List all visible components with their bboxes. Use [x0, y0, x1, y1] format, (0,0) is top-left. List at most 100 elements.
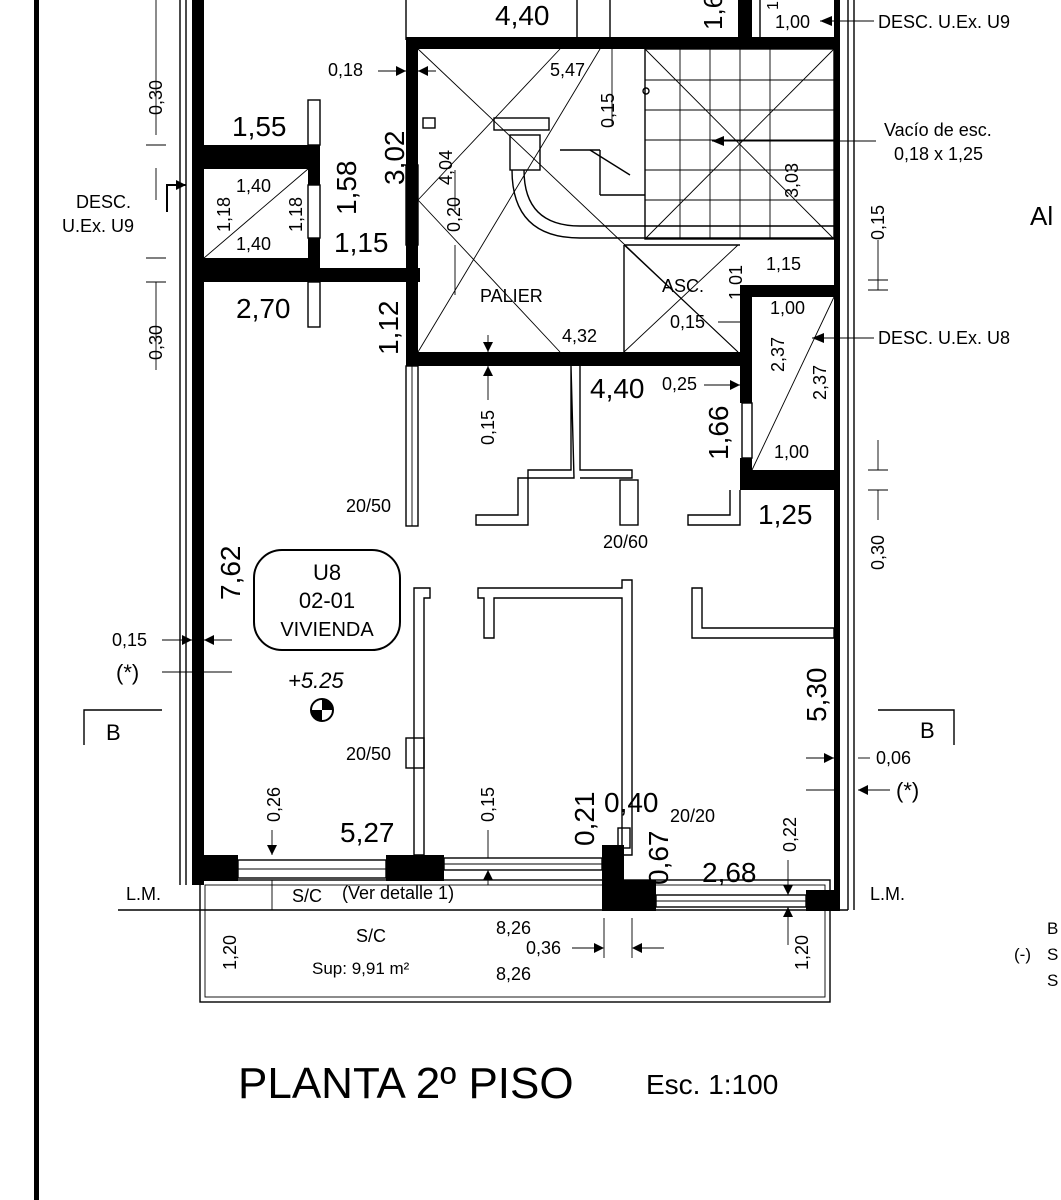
dim-3-03: 3,03	[782, 163, 802, 198]
sc-ver-label: S/C	[292, 886, 322, 906]
lm-left: L.M.	[126, 884, 161, 904]
dim-1-18-b: 1,18	[286, 197, 306, 232]
dim-3-02: 3,02	[379, 131, 410, 186]
staircase	[422, 48, 835, 240]
drawing-scale: Esc. 1:100	[646, 1069, 778, 1100]
vacio-line-2: 0,18 x 1,25	[894, 144, 983, 164]
dim-4-40-mid: 4,40	[590, 373, 645, 404]
drawing-title: PLANTA 2º PISO	[238, 1059, 574, 1108]
dim-1-55: 1,55	[232, 111, 287, 142]
dim-4-40-top: 4,40	[495, 0, 550, 31]
dim-0-25: 0,25	[662, 374, 697, 394]
dim-5-27: 5,27	[340, 817, 395, 848]
sc-balcony-label: S/C	[356, 926, 386, 946]
dim-1-15-b: 1,15	[766, 254, 801, 274]
dim-1-18-a: 1,18	[214, 197, 234, 232]
dim-1-15-a: 1,15	[334, 227, 389, 258]
unit-badge: U8 02-01 VIVIENDA	[253, 549, 401, 651]
dim-8-26-b: 8,26	[496, 964, 531, 984]
dim-0-30-mid: 0,30	[146, 325, 166, 360]
dim-0-15-below: 0,15	[478, 410, 498, 445]
sheet-frame	[34, 0, 855, 1200]
dim-0-15-window: 0,15	[478, 787, 498, 822]
section-mark-left: B	[106, 720, 121, 745]
asterisk-right: (*)	[896, 778, 919, 803]
windows	[237, 99, 807, 908]
dim-1-00-top: 1,00	[775, 12, 810, 32]
walls	[192, 0, 840, 911]
dim-1-01: 1,01	[726, 265, 746, 300]
section-mark-right: B	[920, 718, 935, 743]
dim-5-30: 5,30	[801, 668, 832, 723]
lm-right: L.M.	[870, 884, 905, 904]
dim-20-60: 20/60	[603, 532, 648, 552]
dim-2-70: 2,70	[236, 293, 291, 324]
dim-5-47: 5,47	[550, 60, 585, 80]
dim-0-20: 0,20	[444, 197, 464, 232]
right-cut-s2: S	[1047, 971, 1058, 990]
shaft-diagonals	[203, 48, 835, 471]
dim-0-15-right: 0,15	[868, 205, 888, 240]
dim-cut-1: 1	[765, 1, 782, 10]
dim-0-30-top: 0,30	[146, 80, 166, 115]
palier-label: PALIER	[480, 286, 543, 306]
dim-2-37-b: 2,37	[810, 365, 830, 400]
dim-0-30-right: 0,30	[868, 535, 888, 570]
dim-1-25: 1,25	[758, 499, 813, 530]
desc-u8: DESC. U.Ex. U8	[878, 328, 1010, 348]
asc-label: ASC.	[662, 276, 704, 296]
dim-8-26-a: 8,26	[496, 918, 531, 938]
ver-detalle-label: (Ver detalle 1)	[342, 883, 454, 903]
arrow-heads	[176, 16, 868, 953]
dim-0-21: 0,21	[569, 792, 600, 847]
unit-badge-use: VIVIENDA	[280, 619, 374, 641]
dim-4-04: 4,04	[436, 150, 456, 185]
right-cut-al: Al	[1030, 201, 1053, 231]
balcony	[118, 879, 848, 1003]
dim-0-15-stair: 0,15	[598, 93, 618, 128]
dim-1-12: 1,12	[373, 301, 404, 356]
dim-0-15-asc: 0,15	[670, 312, 705, 332]
dim-1-00-low: 1,00	[774, 442, 809, 462]
partitions	[405, 365, 835, 867]
right-cut-s1: S	[1047, 945, 1058, 964]
dim-20-50-b: 20/50	[346, 744, 391, 764]
plan-texts: 4,40 1,6 1 1,00 DESC. U.Ex. U9 0,18 5,47…	[62, 0, 1058, 1108]
desc-u9-left-2: U.Ex. U9	[62, 216, 134, 236]
dim-20-50-a: 20/50	[346, 496, 391, 516]
dimension-lines	[83, 0, 955, 958]
asterisk-left: (*)	[116, 660, 139, 685]
desc-u9-left-1: DESC.	[76, 192, 131, 212]
dim-0-26: 0,26	[264, 787, 284, 822]
sup-label: Sup: 9,91 m²	[312, 959, 410, 978]
dim-1-00-mid: 1,00	[770, 298, 805, 318]
dim-20-20: 20/20	[670, 806, 715, 826]
dim-1-66: 1,66	[703, 406, 734, 461]
unit-badge-code: U8	[313, 560, 341, 585]
dim-1-40-b: 1,40	[236, 234, 271, 254]
unit-badge-number: 02-01	[299, 588, 355, 613]
desc-u9-top: DESC. U.Ex. U9	[878, 12, 1010, 32]
dim-0-15-left: 0,15	[112, 630, 147, 650]
dim-1-58: 1,58	[331, 161, 362, 216]
dim-0-18: 0,18	[328, 60, 363, 80]
right-cut-minus: (-)	[1014, 945, 1031, 964]
dim-0-22: 0,22	[780, 817, 800, 852]
dim-1-20-b: 1,20	[792, 935, 812, 970]
level-mark: +5.25	[288, 668, 344, 693]
dim-1-40-a: 1,40	[236, 176, 271, 196]
dim-0-06: 0,06	[876, 748, 911, 768]
level-target-icon	[310, 698, 334, 722]
dim-4-32: 4,32	[562, 326, 597, 346]
dim-0-40: 0,40	[604, 787, 659, 818]
right-cut-b: B	[1047, 919, 1058, 938]
dim-1-20-a: 1,20	[220, 935, 240, 970]
dim-2-68: 2,68	[702, 857, 757, 888]
dim-cut-1-6: 1,6	[698, 0, 728, 30]
dim-0-36: 0,36	[526, 938, 561, 958]
dim-2-37-a: 2,37	[768, 337, 788, 372]
dim-7-62: 7,62	[215, 546, 246, 601]
vacio-line-1: Vacío de esc.	[884, 120, 992, 140]
dim-0-67: 0,67	[643, 831, 674, 886]
